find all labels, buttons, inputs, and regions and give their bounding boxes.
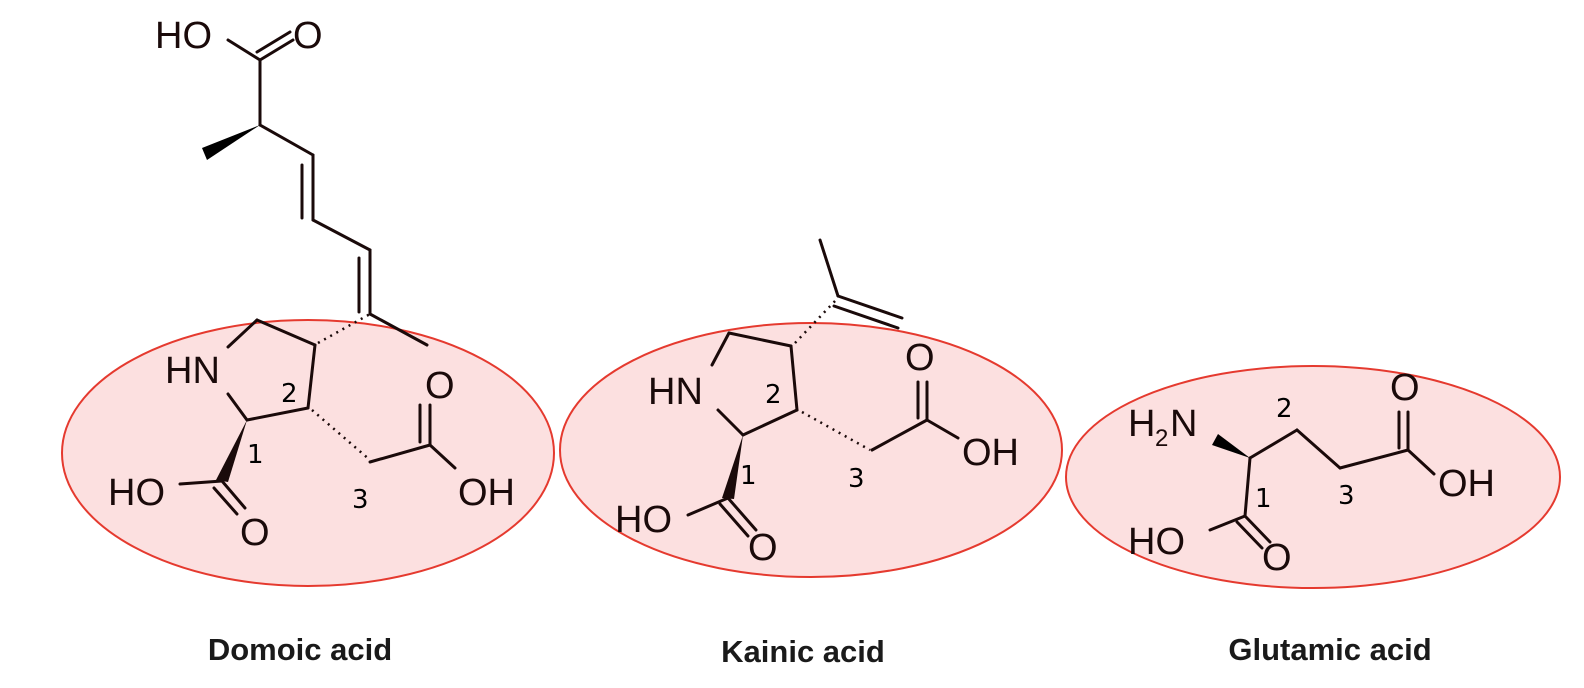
atom-label: N xyxy=(1170,403,1197,445)
kainic-acid-title: Kainic acid xyxy=(721,634,885,669)
glutamic-bonds xyxy=(1208,410,1436,550)
position-number: 3 xyxy=(848,464,865,494)
domoic-acid-structure: HO O HN HO O O OH 2 1 3 xyxy=(108,15,515,554)
glutamic-acid-structure: H 2 N HO O O OH 2 1 3 xyxy=(1128,367,1495,579)
atom-label: O xyxy=(425,365,455,407)
wedge-bond xyxy=(1212,434,1250,458)
atom-label: OH xyxy=(1438,463,1495,505)
kainic-bonds xyxy=(686,238,960,538)
domoic-bonds xyxy=(178,30,457,516)
atom-label: O xyxy=(748,527,778,569)
atom-label: HO xyxy=(108,472,165,514)
kainic-core-highlight xyxy=(559,322,1063,578)
atom-label: O xyxy=(905,337,935,379)
domoic-core-highlight xyxy=(61,319,555,587)
atom-label: HO xyxy=(155,15,212,57)
position-number: 1 xyxy=(1255,484,1272,514)
position-number: 1 xyxy=(247,440,264,470)
hashed-bond xyxy=(317,312,371,345)
atom-label: O xyxy=(293,15,323,57)
position-number: 2 xyxy=(765,380,782,410)
atom-label: OH xyxy=(962,432,1019,474)
position-number: 2 xyxy=(1276,394,1293,424)
wedge-bond xyxy=(216,420,247,482)
domoic-acid-title: Domoic acid xyxy=(208,632,392,667)
hashed-bond xyxy=(311,409,371,461)
amine-label: H 2 N xyxy=(1128,403,1197,452)
hashed-bond xyxy=(794,299,837,344)
atom-label: OH xyxy=(458,472,515,514)
wedge-bond xyxy=(722,435,743,499)
atom-label: HN xyxy=(648,371,703,413)
position-number: 2 xyxy=(281,379,298,409)
position-number: 3 xyxy=(352,485,369,515)
hashed-bond xyxy=(801,410,871,452)
atom-subscript: 2 xyxy=(1155,425,1168,452)
atom-label: H xyxy=(1128,403,1155,445)
kainic-acid-structure: HN HO O O OH 2 1 3 xyxy=(615,238,1019,569)
wedge-bond xyxy=(202,125,260,160)
atom-label: O xyxy=(1390,367,1420,409)
atom-label: HN xyxy=(165,350,220,392)
atom-label: O xyxy=(1262,537,1292,579)
atom-label: O xyxy=(240,512,270,554)
glutamic-acid-title: Glutamic acid xyxy=(1228,632,1431,667)
atom-label: HO xyxy=(615,499,672,541)
glutamic-core-highlight xyxy=(1065,365,1561,589)
position-number: 1 xyxy=(740,461,757,491)
atom-label: HO xyxy=(1128,521,1185,563)
position-number: 3 xyxy=(1338,481,1355,511)
